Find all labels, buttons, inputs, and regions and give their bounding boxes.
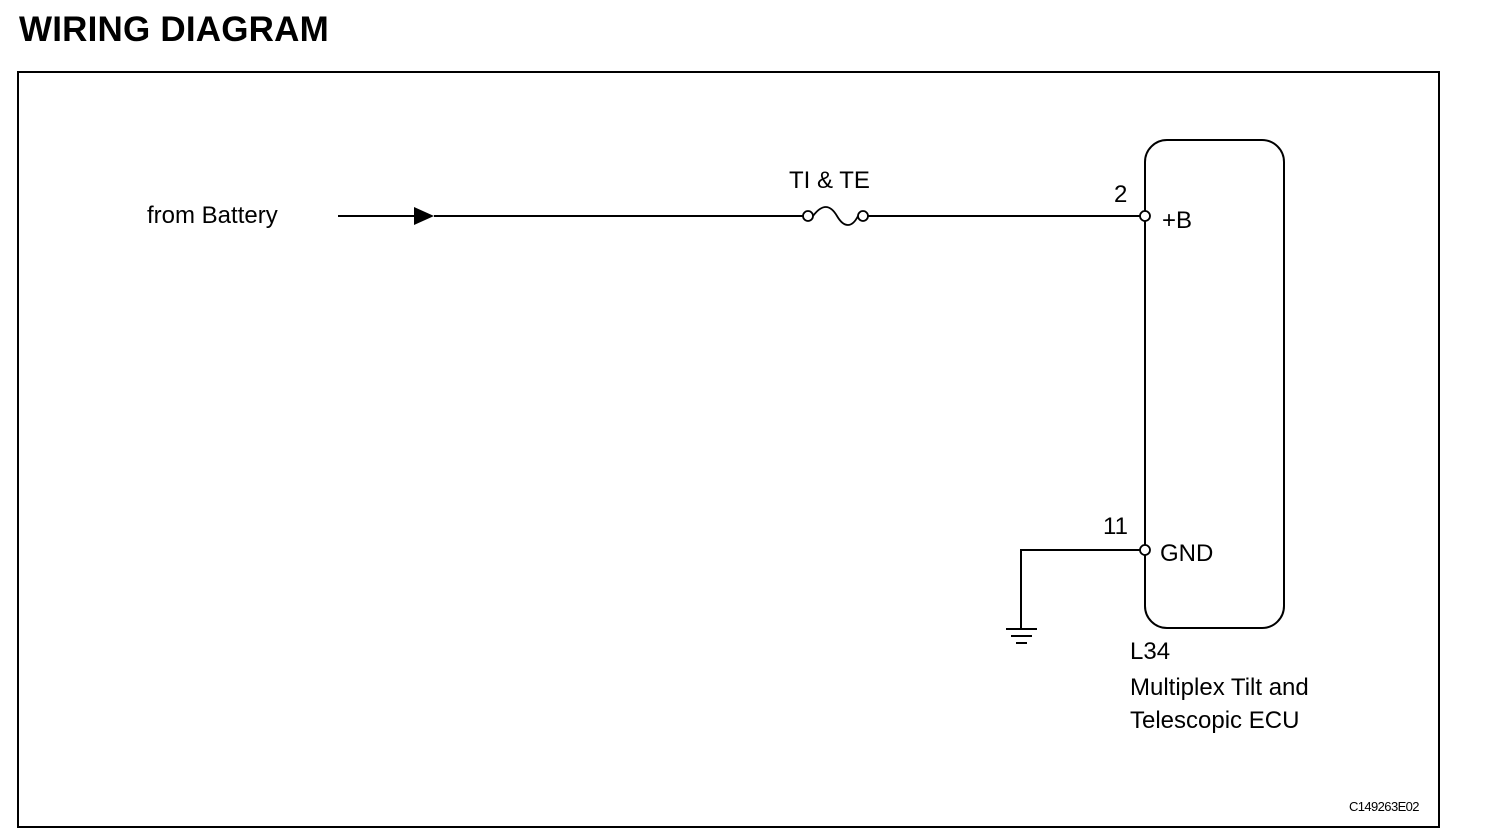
diagram-frame [17, 71, 1440, 828]
ground-icon [1006, 628, 1037, 644]
ecu-code: L34 [1130, 638, 1170, 665]
fuse-icon [812, 206, 859, 226]
source-label: from Battery [147, 202, 278, 229]
ecu-name-line1: Multiplex Tilt and [1130, 674, 1309, 701]
pin-gnd-number: 11 [1103, 513, 1128, 540]
diagram-title: WIRING DIAGRAM [19, 10, 329, 49]
ecu-box [1144, 139, 1285, 629]
ecu-name-line2: Telescopic ECU [1130, 707, 1299, 734]
pin-b-number: 2 [1114, 181, 1127, 208]
pin-b-name: +B [1162, 207, 1192, 234]
fuse-label: TI & TE [789, 167, 870, 194]
figure-code: C149263E02 [1349, 799, 1419, 814]
pin-gnd-name: GND [1160, 540, 1213, 567]
fuse-terminal-right [857, 210, 869, 222]
ground-wire [1020, 549, 1140, 628]
pin-b-terminal [1139, 210, 1151, 222]
pin-gnd-terminal [1139, 544, 1151, 556]
fuse-terminal-left [802, 210, 814, 222]
arrow-icon [414, 207, 434, 225]
